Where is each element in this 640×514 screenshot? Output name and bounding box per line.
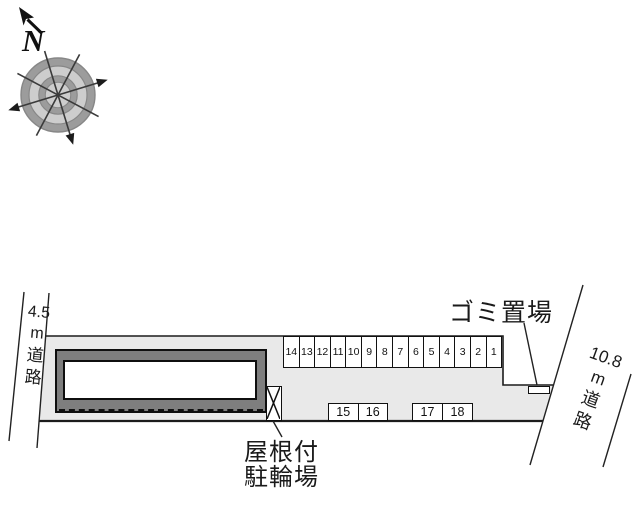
left-road-east-edge xyxy=(36,292,50,449)
compass-south-arrowhead xyxy=(65,132,75,145)
bicycle-shed-label-line1: 屋根付 xyxy=(244,439,319,466)
building-inner-outline xyxy=(63,360,257,400)
parking-stall-7: 7 xyxy=(393,337,409,367)
left-road-unit: m xyxy=(29,324,45,343)
bicycle-shed-label-line2: 駐輪場 xyxy=(244,464,319,491)
left-road-kanji-2: 路 xyxy=(23,367,43,389)
right-road-west-edge xyxy=(529,284,584,466)
parking-stall-6: 6 xyxy=(409,337,425,367)
parking-stall-15: 15 xyxy=(329,404,359,420)
compass-outer-ring xyxy=(21,58,95,132)
garbage-area-label: ゴミ置場 xyxy=(449,299,554,327)
bicycle-shed-box xyxy=(266,386,282,421)
compass-rose xyxy=(8,7,108,145)
left-road-width: 4.5 xyxy=(27,303,51,323)
garbage-area-box xyxy=(528,386,550,394)
apartment-building xyxy=(55,349,267,413)
parking-stall-13: 13 xyxy=(300,337,316,367)
parking-stall-9: 9 xyxy=(362,337,378,367)
parking-stall-8: 8 xyxy=(377,337,394,367)
parking-stall-18: 18 xyxy=(450,405,465,419)
parking-stall-2: 2 xyxy=(471,337,487,367)
compass-north-label: N xyxy=(22,23,45,58)
parking-stall-5: 5 xyxy=(424,337,440,367)
left-road-label: 4.5 m 道 路 xyxy=(15,303,56,390)
left-road-west-edge xyxy=(8,291,25,442)
left-road-kanji-1: 道 xyxy=(25,345,45,366)
parcel-top-boundary xyxy=(46,335,554,386)
parking-island-15-16: 15 16 xyxy=(328,403,388,421)
garbage-leader-line xyxy=(523,322,538,386)
parking-stall-row: 14 13 12 11 10 9 8 7 6 5 4 3 2 1 xyxy=(283,336,502,368)
parking-stall-17: 17 xyxy=(413,404,443,420)
right-road-unit: m xyxy=(588,366,609,390)
right-road-east-edge xyxy=(602,373,632,468)
parking-stall-1: 1 xyxy=(490,346,497,358)
parking-island-17-18: 17 18 xyxy=(412,403,473,421)
building-balcony-dashed-line xyxy=(59,409,263,411)
parking-stall-16: 16 xyxy=(365,405,380,419)
parking-stall-4: 4 xyxy=(440,337,456,367)
compass-east-arrowhead xyxy=(95,78,108,88)
x-hatch-icon xyxy=(266,386,281,420)
bicycle-shed-label: 屋根付 駐輪場 xyxy=(244,440,319,490)
north-arrow-icon xyxy=(19,7,44,35)
parking-stall-12: 12 xyxy=(315,337,331,367)
parking-stall-10: 10 xyxy=(346,337,362,367)
parking-stall-11: 11 xyxy=(331,337,347,367)
parking-stall-14: 14 xyxy=(284,337,300,367)
right-road-kanji-1: 道 xyxy=(578,387,603,412)
parking-stall-3: 3 xyxy=(455,337,471,367)
compass-inner-ring xyxy=(39,76,77,114)
bicycle-leader-line xyxy=(272,420,283,438)
compass-west-arrowhead xyxy=(8,102,21,112)
